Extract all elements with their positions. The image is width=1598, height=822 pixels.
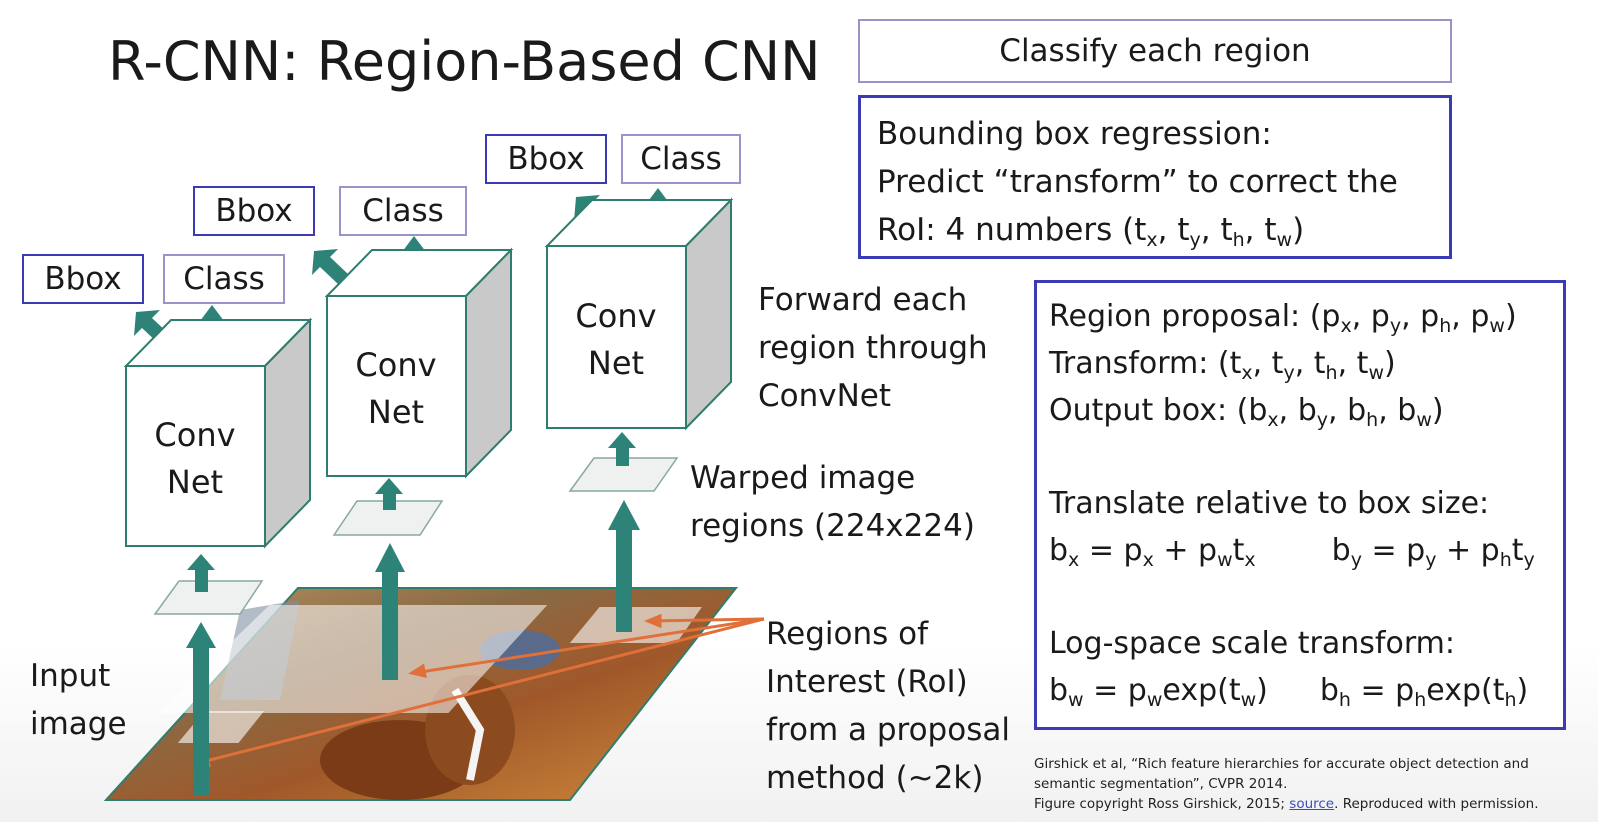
cube-1-label-conv: Conv (154, 416, 235, 454)
formula-logspace: bw = pwexp(tw)bh = phexp(th) (1049, 673, 1529, 711)
warped-label: Warped image regions (224x224) (690, 460, 975, 544)
formula-translate-heading: Translate relative to box size: (1049, 486, 1490, 521)
formula-proposal: Region proposal: (px, py, ph, pw) (1049, 299, 1517, 337)
bbox-box-1: Bbox (22, 254, 144, 304)
convnet-cube-1: Conv Net (123, 317, 313, 549)
citation: Girshick et al, “Rich feature hierarchie… (1034, 756, 1539, 812)
bbox-regression-box: Bounding box regression: Predict “transf… (858, 95, 1452, 259)
class-box-2: Class (339, 186, 467, 236)
cube-2-label-conv: Conv (355, 346, 436, 384)
bbox-regression-line2: Predict “transform” to correct the (877, 164, 1398, 200)
class-box-1: Class (163, 254, 285, 304)
convnet-cube-2: Conv Net (324, 247, 514, 479)
bbox-box-3: Bbox (485, 134, 607, 184)
formula-output: Output box: (bx, by, bh, bw) (1049, 393, 1444, 431)
formula-logspace-heading: Log-space scale transform: (1049, 626, 1455, 661)
bbox-regression-line3: RoI: 4 numbers (tx, ty, th, tw) (877, 212, 1305, 251)
formula-box: Region proposal: (px, py, ph, pw) Transf… (1034, 280, 1566, 730)
bbox-regression-line1: Bounding box regression: (877, 116, 1272, 152)
warped-region-1 (153, 580, 264, 615)
cube-3-label-conv: Conv (575, 297, 656, 335)
convnet-cube-3: Conv Net (544, 197, 734, 431)
cube-1-label-net: Net (167, 463, 223, 501)
forward-label: Forward each region through ConvNet (758, 282, 988, 414)
warped-region-2 (332, 500, 444, 536)
cube-2-label-net: Net (368, 393, 424, 431)
warped-region-3 (568, 457, 679, 492)
slide-title: R-CNN: Region-Based CNN (108, 30, 821, 93)
class-box-3: Class (621, 134, 741, 184)
source-link[interactable]: source (1289, 796, 1335, 812)
bbox-box-2: Bbox (193, 186, 315, 236)
cube-3-label-net: Net (588, 344, 644, 382)
roi-label: Regions of Interest (RoI) from a proposa… (766, 616, 1010, 796)
classify-box: Classify each region (858, 19, 1452, 83)
input-image-label: Input image (30, 658, 127, 742)
formula-transform: Transform: (tx, ty, th, tw) (1049, 346, 1396, 384)
